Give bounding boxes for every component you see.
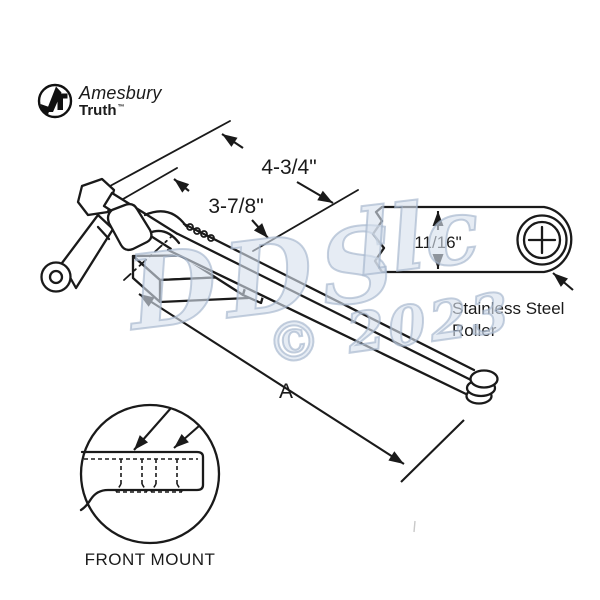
roller-screw-cross [527, 225, 557, 255]
front-mount-caption: FRONT MOUNT [85, 550, 216, 569]
brand-name-top: Amesbury [79, 83, 162, 103]
dimension-mounting-length: 3-7/8" [173, 178, 269, 239]
roller-outer-ring [516, 214, 568, 266]
arm-roller [465, 369, 499, 405]
roller-label-line1: Stainless Steel [452, 299, 564, 318]
roller-cross-section-detail: 11/16" Stainless Steel Roller [371, 205, 574, 340]
crank-knob [40, 261, 72, 293]
trademark-symbol: ™ [117, 104, 125, 111]
gear-teeth [186, 223, 215, 242]
roller-inner-ring [522, 220, 562, 260]
crank-handle [40, 202, 153, 293]
amesbury-truth-logo-icon [37, 83, 73, 119]
detail-circle [79, 403, 221, 545]
front-mount-detail: FRONT MOUNT [79, 403, 221, 569]
crank-hub [106, 202, 153, 252]
dimension-roller-width-label: 11/16" [414, 233, 461, 252]
dimension-arm-length: A [123, 236, 465, 533]
mount-slot-1 [115, 459, 148, 493]
dimension-arm-length-label: A [279, 380, 293, 403]
roller-label-line2: Roller [452, 321, 497, 340]
dimension-overall-length: 4-3/4" [221, 133, 334, 204]
brand-logo: Amesbury Truth™ [36, 82, 162, 120]
dimension-overall-length-label: 4-3/4" [261, 156, 316, 179]
brand-name-bottom-text: Truth [79, 102, 117, 119]
brand-name-bottom: Truth™ [79, 103, 162, 118]
dimension-mounting-length-label: 3-7/8" [208, 195, 263, 218]
mount-bracket-outline [79, 450, 205, 512]
mount-slot-2 [150, 459, 183, 493]
